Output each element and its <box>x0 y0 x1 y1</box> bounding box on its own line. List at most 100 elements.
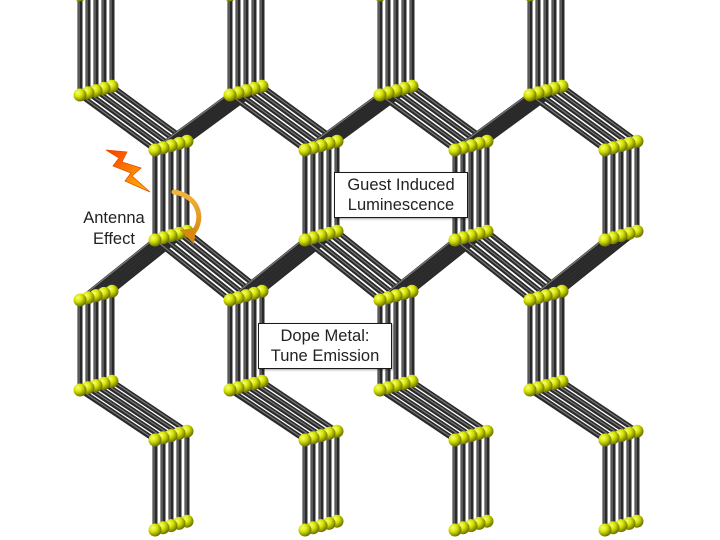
framework-atom <box>148 143 162 157</box>
framework-rod <box>227 237 308 303</box>
antenna-label-line2: Effect <box>93 230 135 248</box>
framework-rod <box>236 91 313 148</box>
framework-rod <box>260 84 337 141</box>
framework-atom <box>373 88 387 102</box>
framework-rod <box>453 93 530 150</box>
framework-rod <box>86 91 163 148</box>
framework-rod <box>469 234 546 296</box>
framework-rod <box>394 384 471 436</box>
framework-atom <box>598 233 612 247</box>
lightning-bolt-icon <box>105 149 151 193</box>
dope-label-line2: Tune Emission <box>270 347 380 365</box>
framework-rod <box>235 235 316 301</box>
framework-atom <box>523 88 537 102</box>
framework-atom <box>225 0 235 2</box>
framework-rod <box>410 84 487 141</box>
framework-atom <box>75 0 85 2</box>
framework-atom <box>223 383 237 397</box>
framework-rod <box>260 379 337 431</box>
framework-atom <box>373 383 387 397</box>
framework-rod <box>252 86 329 143</box>
framework-rod <box>543 233 624 299</box>
framework-rod <box>544 88 621 146</box>
framework-rod <box>252 381 329 433</box>
framework-rod <box>386 91 463 148</box>
framework-rod <box>536 91 613 148</box>
framework-atom <box>73 383 87 397</box>
framework-atom <box>298 523 312 537</box>
framework-rod <box>544 384 621 436</box>
framework-rod <box>377 237 458 303</box>
framework-atom <box>375 0 385 2</box>
antenna-effect-label: Antenna Effect <box>74 208 154 250</box>
framework-rod <box>86 386 163 438</box>
framework-rod <box>85 235 166 301</box>
framework-atom <box>598 143 612 157</box>
framework-rod <box>303 93 380 150</box>
framework-rod <box>153 93 230 150</box>
framework-rod <box>385 235 466 301</box>
guest-label-line1: Guest Induced <box>347 176 455 194</box>
framework-rod <box>244 88 321 146</box>
framework-atom <box>448 233 462 247</box>
framework-atom <box>598 523 612 537</box>
framework-rod <box>94 384 171 436</box>
framework-rod <box>528 238 605 300</box>
framework-rod <box>528 93 605 150</box>
framework-rod <box>378 93 455 150</box>
framework-atom <box>148 233 162 247</box>
framework-rod <box>78 388 155 440</box>
framework-atom <box>448 143 462 157</box>
framework-rod <box>560 379 637 431</box>
framework-rod <box>402 381 479 433</box>
framework-rod <box>527 237 608 303</box>
framework-rod <box>536 386 613 438</box>
framework-atom <box>223 293 237 307</box>
framework-rod <box>386 386 463 438</box>
framework-rod <box>161 236 238 298</box>
framework-atom <box>448 523 462 537</box>
framework-rod <box>528 388 605 440</box>
framework-atom <box>73 293 87 307</box>
framework-rod <box>177 231 254 293</box>
framework-rod <box>378 238 455 300</box>
framework-atom <box>525 0 535 2</box>
framework-atom <box>223 88 237 102</box>
framework-atom <box>73 88 87 102</box>
framework-atom <box>373 293 387 307</box>
framework-rod <box>552 381 629 433</box>
framework-rod <box>559 228 640 294</box>
framework-atom <box>298 233 312 247</box>
framework-rod <box>185 229 262 291</box>
framework-rod <box>77 237 158 303</box>
framework-rod <box>402 86 479 143</box>
dope-metal-label: Dope Metal: Tune Emission <box>258 323 392 369</box>
framework-rod <box>153 238 230 300</box>
framework-atom <box>148 523 162 537</box>
framework-rod <box>102 86 179 143</box>
dope-label-line1: Dope Metal: <box>280 327 370 345</box>
framework-rod <box>228 238 305 300</box>
curved-arrow-icon <box>171 189 202 244</box>
framework-rod <box>311 236 388 298</box>
framework-rod <box>303 238 380 300</box>
framework-atoms <box>73 0 644 537</box>
framework-atom <box>523 293 537 307</box>
framework-rod <box>335 229 412 291</box>
framework-atom <box>523 383 537 397</box>
framework-atom <box>598 433 612 447</box>
framework-rod <box>535 235 616 301</box>
framework-rod <box>78 238 155 300</box>
framework-rod <box>461 236 538 298</box>
framework-rod <box>110 379 187 431</box>
framework-atom <box>298 433 312 447</box>
framework-rod <box>78 93 155 150</box>
framework-rod <box>453 238 530 300</box>
framework-rod <box>228 388 305 440</box>
framework-rod <box>169 234 246 296</box>
framework-rod <box>394 88 471 146</box>
framework-rod <box>319 234 396 296</box>
framework-rod <box>551 230 632 296</box>
framework-rods <box>77 0 640 533</box>
